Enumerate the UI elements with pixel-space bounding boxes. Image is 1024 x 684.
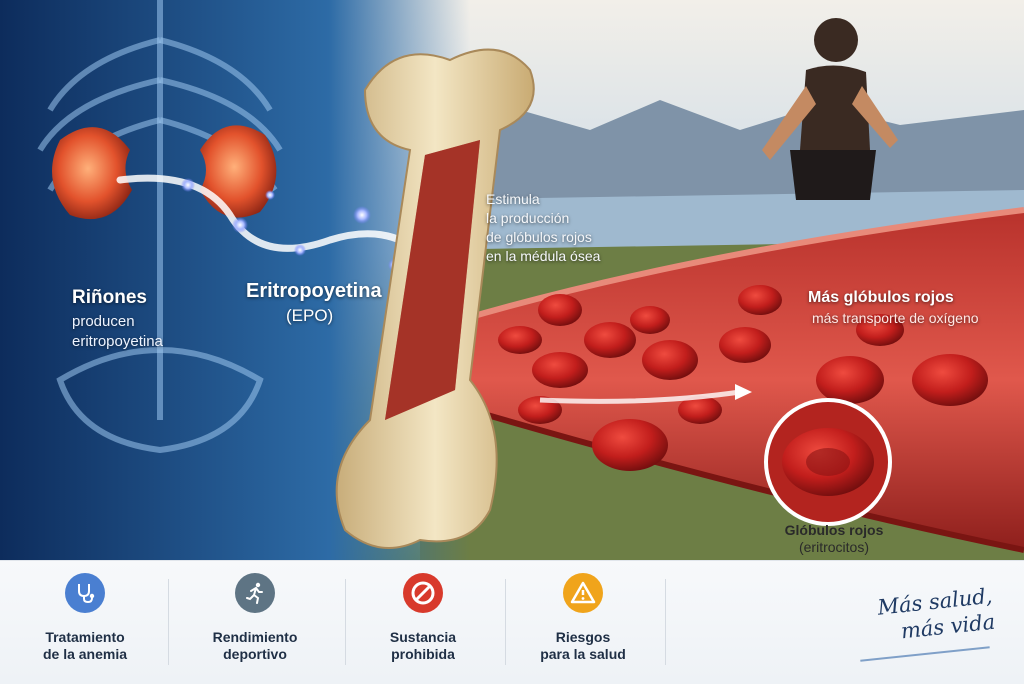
- feature-label: Riesgos para la salud: [540, 629, 626, 662]
- stethoscope-icon: [65, 573, 105, 613]
- kidneys-subtitle: producen eritropoyetina: [72, 313, 163, 350]
- feature-label: Sustancia prohibida: [389, 629, 457, 662]
- xray-skeleton: [37, 0, 283, 454]
- slogan-underline: [860, 646, 990, 662]
- bone-with-marrow: [335, 48, 535, 549]
- epo-abbreviation: (EPO): [286, 306, 334, 325]
- erythrocyte-title: Glóbulos rojos: [784, 522, 884, 538]
- slogan: Más salud, más vida: [876, 583, 997, 644]
- prohibited-icon: [403, 573, 443, 613]
- warning-icon: [563, 573, 603, 613]
- kidneys-title: Riñones: [72, 287, 147, 308]
- feature-label: Rendimiento deportivo: [212, 629, 298, 662]
- runner-figure: [762, 18, 898, 200]
- rbc-title: Más glóbulos rojos: [808, 289, 954, 306]
- rbc-subtitle: más transporte de oxígeno: [812, 310, 979, 326]
- feature-prohibited: Sustancia prohibida: [353, 573, 493, 663]
- illustration-scene: [0, 0, 1024, 560]
- kidney-left: [52, 127, 132, 220]
- red-blood-cells: [498, 285, 988, 471]
- feature-risks: Riesgos para la salud: [513, 573, 653, 663]
- divider: [665, 579, 666, 665]
- feature-performance: Rendimiento deportivo: [185, 573, 325, 663]
- kidney-right: [200, 125, 277, 218]
- feature-label: Tratamiento de la anemia: [42, 629, 128, 662]
- erythrocyte-magnifier: [764, 398, 892, 526]
- epo-title: Eritropoyetina: [246, 280, 382, 302]
- runner-icon: [235, 573, 275, 613]
- erythrocyte-subtitle: (eritrocitos): [798, 539, 869, 555]
- feature-bar: Tratamiento de la anemia Rendimiento dep…: [0, 560, 1024, 684]
- feature-anemia: Tratamiento de la anemia: [15, 573, 155, 663]
- marrow-caption: Estimula la producción de glóbulos rojos…: [486, 191, 601, 264]
- divider: [505, 579, 506, 665]
- divider: [168, 579, 169, 665]
- divider: [345, 579, 346, 665]
